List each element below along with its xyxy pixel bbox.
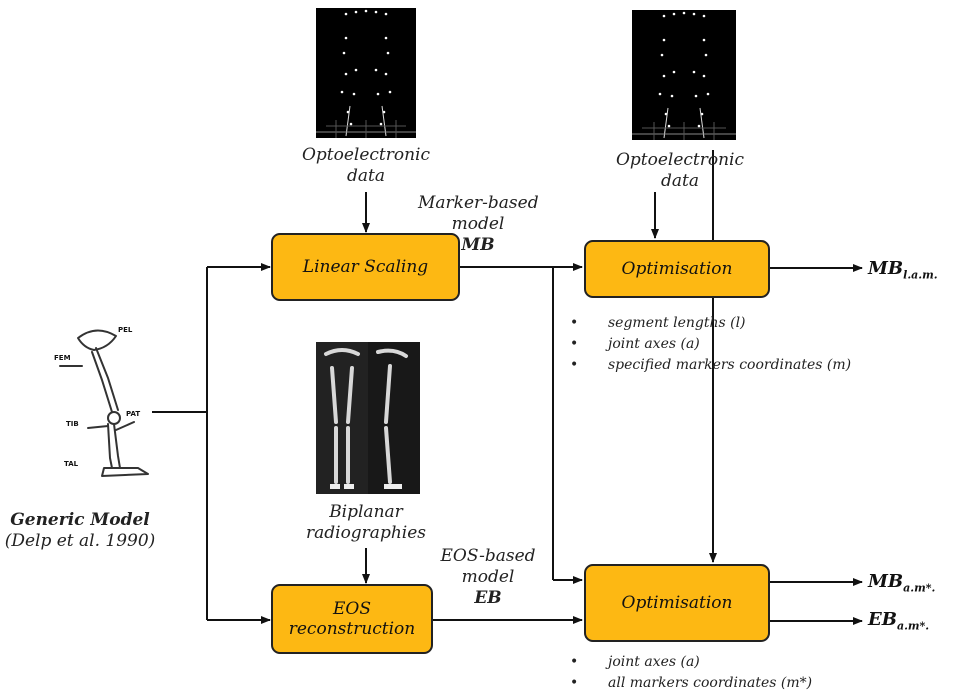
optoelectronic-line1: Optoelectronic <box>615 150 745 170</box>
output-mb-lam: MBl.a.m. <box>868 258 938 282</box>
eos-label-line2: reconstruction <box>288 619 416 639</box>
biplanar-radiograph-image <box>316 342 420 494</box>
leg-label-tal: TAL <box>64 460 79 468</box>
optimisation-top-parameters: segment lengths (l) joint axes (a) speci… <box>570 313 851 376</box>
biplanar-radiographies-label: Biplanar radiographies <box>286 502 446 544</box>
output-base: EB <box>868 609 897 630</box>
eb-abbreviation: EB <box>474 588 502 608</box>
biplanar-line1: Biplanar <box>329 502 403 522</box>
marker-based-model-label: Marker-based model MB <box>418 193 539 256</box>
bullet-item: joint axes (a) <box>570 334 851 355</box>
mocap-image-right <box>632 10 736 140</box>
bullet-item: specified markers coordinates (m) <box>570 355 851 376</box>
optimisation-bottom-label: Optimisation <box>621 593 733 613</box>
generic-model-citation: (Delp et al. 1990) <box>4 531 156 551</box>
output-subscript: a.m*. <box>896 619 930 633</box>
linear-scaling-box: Linear Scaling <box>271 233 460 301</box>
mocap-skeleton-right <box>632 11 736 140</box>
linear-scaling-label: Linear Scaling <box>302 257 429 277</box>
marker-based-line1: Marker-based <box>418 193 539 213</box>
leg-skeleton-icon <box>59 329 149 477</box>
eos-label-line1: EOS <box>333 599 371 619</box>
output-mb-am: MBa.m*. <box>868 571 935 595</box>
radiograph-bones <box>316 342 420 494</box>
optimisation-top-label: Optimisation <box>621 259 733 279</box>
optoelectronic-line2: data <box>347 166 385 186</box>
output-subscript: l.a.m. <box>903 268 938 282</box>
leg-label-tib: TIB <box>66 420 79 428</box>
optimisation-bottom-box: Optimisation <box>584 564 770 642</box>
eos-reconstruction-box: EOS reconstruction <box>271 584 433 654</box>
mocap-skeleton-left <box>316 9 416 138</box>
leg-label-pel: PEL <box>118 326 133 334</box>
optimisation-bottom-parameters: joint axes (a) all markers coordinates (… <box>570 652 812 694</box>
generic-model-leg-drawing: PEL FEM TIB PAT TAL <box>38 318 158 498</box>
eos-based-model-label: EOS-based model EB <box>428 546 548 609</box>
optoelectronic-line1: Optoelectronic <box>301 145 431 165</box>
optoelectronic-data-label-right: Optoelectronic data <box>600 150 760 192</box>
eos-based-line1: EOS-based <box>440 546 536 566</box>
optoelectronic-line2: data <box>661 171 699 191</box>
marker-based-line2: model <box>451 214 505 234</box>
output-subscript: a.m*. <box>903 581 936 595</box>
bullet-item: segment lengths (l) <box>570 313 851 334</box>
biplanar-line2: radiographies <box>305 523 426 543</box>
bullet-item: joint axes (a) <box>570 652 812 673</box>
leg-label-pat: PAT <box>126 410 141 418</box>
mb-abbreviation: MB <box>461 235 495 255</box>
mocap-image-left <box>316 8 416 138</box>
generic-model-title: Generic Model <box>10 510 150 530</box>
generic-model-label: Generic Model (Delp et al. 1990) <box>0 510 160 552</box>
output-base: MB <box>868 571 904 592</box>
optimisation-top-box: Optimisation <box>584 240 770 298</box>
optoelectronic-data-label-left: Optoelectronic data <box>286 145 446 187</box>
eos-based-line2: model <box>461 567 515 587</box>
leg-label-fem: FEM <box>54 354 71 362</box>
output-base: MB <box>868 258 904 279</box>
output-eb-am: EBa.m*. <box>868 609 929 633</box>
bullet-item: all markers coordinates (m*) <box>570 673 812 694</box>
